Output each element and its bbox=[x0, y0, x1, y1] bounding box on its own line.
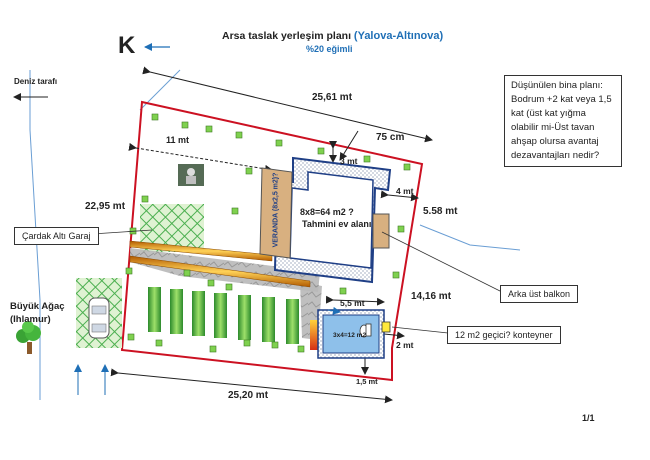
road-edge-left bbox=[29, 70, 41, 400]
leader-garage bbox=[91, 229, 153, 235]
dim-setback-left: 11 mt bbox=[166, 135, 190, 145]
plan-title-prefix: Arsa taslak yerleşim planı bbox=[222, 30, 351, 42]
pipe-upper bbox=[129, 240, 273, 262]
car-icon bbox=[88, 297, 110, 339]
veranda-label: VERANDA (8x2,5 m2)? bbox=[272, 172, 280, 248]
container-marker bbox=[381, 321, 391, 333]
toilet-icon bbox=[359, 323, 372, 338]
dim-container-top: 5,5 mt bbox=[340, 298, 365, 308]
plot-boundary bbox=[120, 100, 424, 382]
parking-bays bbox=[148, 287, 299, 344]
slope-label: %20 eğimli bbox=[306, 44, 353, 54]
dim-4mt: 4 mt bbox=[396, 186, 414, 196]
callout-garage: Çardak Altı Garaj bbox=[14, 227, 99, 245]
dim-top: 25,61 mt bbox=[312, 92, 353, 103]
plan-title-location: (Yalova-Altınova) bbox=[353, 30, 444, 42]
pipe-lower bbox=[129, 255, 311, 288]
veranda-area bbox=[259, 167, 293, 259]
dim-3mt: 3 mt bbox=[340, 156, 358, 166]
road-edge-right bbox=[419, 224, 521, 251]
plan-title: Arsa taslak yerleşim planı (Yalova-Altın… bbox=[222, 30, 443, 42]
gradient-marker-bar bbox=[310, 320, 318, 350]
tree-label: Büyük Ağaç (Ihlamur) bbox=[10, 301, 65, 325]
dim-75cm: 75 cm bbox=[376, 132, 405, 143]
dim-right-upper: 5.58 mt bbox=[423, 206, 458, 217]
house-area-sub: Tahmini ev alanı bbox=[302, 219, 372, 229]
dim-bottom: 25,20 mt bbox=[228, 390, 269, 401]
rear-balcony bbox=[372, 213, 390, 249]
container-area-label: 3x4=12 m2 bbox=[333, 332, 367, 339]
question-note: Düşünülen bina planı: Bodrum +2 kat veya… bbox=[504, 75, 622, 167]
leader-container bbox=[391, 326, 449, 334]
callout-container: 12 m2 geçici? konteyner bbox=[447, 326, 561, 344]
dim-line-container-right bbox=[376, 329, 405, 340]
dim-line-setback-left bbox=[128, 142, 273, 173]
leader-balcony bbox=[381, 231, 503, 293]
north-label: K bbox=[118, 32, 136, 59]
person-icon bbox=[178, 164, 204, 186]
container-arrow-icon bbox=[327, 306, 341, 315]
sea-side-label: Deniz tarafı bbox=[14, 77, 58, 86]
house-block bbox=[259, 156, 392, 284]
callout-balcony: Arka üst balkon bbox=[500, 285, 579, 303]
page-number: 1/1 bbox=[582, 413, 595, 423]
tree-icon bbox=[16, 321, 41, 354]
dim-container-bottom: 1,5 mt bbox=[356, 377, 378, 386]
dim-line-bottom bbox=[110, 368, 393, 404]
dim-right-lower: 14,16 mt bbox=[411, 291, 452, 302]
dim-line-4mt bbox=[380, 190, 419, 202]
road-edge-top bbox=[139, 69, 181, 111]
dim-line-container-top bbox=[325, 295, 385, 306]
dim-line-top bbox=[142, 66, 433, 143]
dim-container-right: 2 mt bbox=[396, 340, 414, 350]
dim-left: 22,95 mt bbox=[85, 201, 126, 212]
dim-line-75cm bbox=[339, 130, 359, 161]
house-area-label: 8x8=64 m2 ? bbox=[300, 207, 354, 217]
